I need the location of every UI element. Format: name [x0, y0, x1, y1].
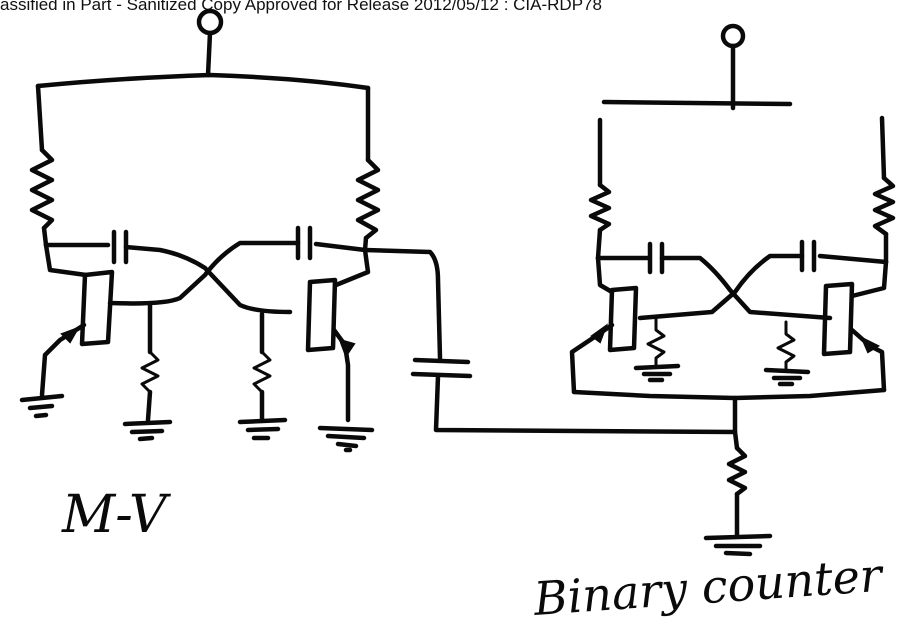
supply-lead-left: [205, 30, 213, 78]
resistor-bc-right-base: [776, 320, 796, 372]
transistor-bc-right-body: [821, 281, 855, 357]
left-node-wire-right: [595, 227, 603, 261]
ground-right-emitter: [317, 425, 375, 453]
top-rail-right: [601, 99, 793, 107]
cross-wire-bc-top-left-b: [659, 255, 833, 321]
coupling-capacitor-output: [410, 357, 473, 379]
transistor-bc-left-arrow: [590, 323, 609, 344]
transistor-left-collector: [43, 242, 89, 278]
resistor-right-collector-right: [872, 175, 896, 237]
transistor-right-body: [305, 277, 338, 353]
ground-left-base: [122, 419, 173, 442]
transistor-left-arrow: [60, 326, 81, 344]
resistor-right-collector: [355, 157, 381, 241]
ground-bc-right: [763, 367, 811, 387]
resistor-right-base: [252, 350, 272, 394]
resistor-common-emitter: [726, 445, 748, 497]
emitter-bus: [571, 387, 887, 401]
transistor-left-body: [79, 269, 115, 347]
ground-left-emitter: [19, 393, 65, 419]
left-collector-wire: [35, 83, 45, 153]
multivibrator-label: M-V: [61, 485, 171, 545]
resistor-bc-left-base: [646, 316, 666, 368]
transistor-bc-right-emitter: [849, 327, 887, 393]
transistor-bc-right-collector: [849, 259, 889, 299]
multivibrator-circuit: [19, 8, 381, 453]
cross-wire-right-top: [313, 241, 368, 253]
transistor-bc-left-collector: [595, 255, 615, 295]
binary-counter-label: Binary counter: [531, 548, 886, 626]
top-rail-left: [35, 72, 371, 91]
declassification-stamp: assified in Part - Sanitized Copy Approv…: [0, 0, 602, 14]
supply-terminal-left: [196, 8, 224, 36]
cross-wire-bc-top-right-b: [637, 253, 805, 321]
transistor-bc-left-body: [607, 285, 639, 353]
cross-wire-right-top-b: [107, 240, 301, 306]
ground-right-base: [237, 417, 288, 441]
coupling-network: [362, 247, 738, 435]
transistor-right-collector: [333, 247, 371, 288]
left-node-wire: [41, 225, 49, 248]
cross-wire-left-top-b: [123, 244, 293, 315]
base-wire-left-b: [145, 389, 153, 423]
ground-bc-left: [633, 363, 681, 383]
supply-terminal-right: [720, 23, 746, 49]
resistor-left-collector: [29, 147, 55, 231]
output-wire: [362, 247, 443, 361]
common-emitter-wire: [732, 395, 740, 451]
binary-counter-circuit: [569, 23, 896, 557]
cross-wire-bc-top-right: [817, 253, 889, 265]
transistor-bc-right-arrow: [860, 335, 881, 354]
right-collector-wire-right: [879, 115, 887, 181]
coupling-wire-down: [433, 373, 738, 435]
resistor-left-collector-right: [588, 182, 612, 233]
transistor-right-arrow: [338, 338, 356, 359]
resistor-left-base: [140, 350, 160, 394]
ground-common: [703, 533, 773, 557]
